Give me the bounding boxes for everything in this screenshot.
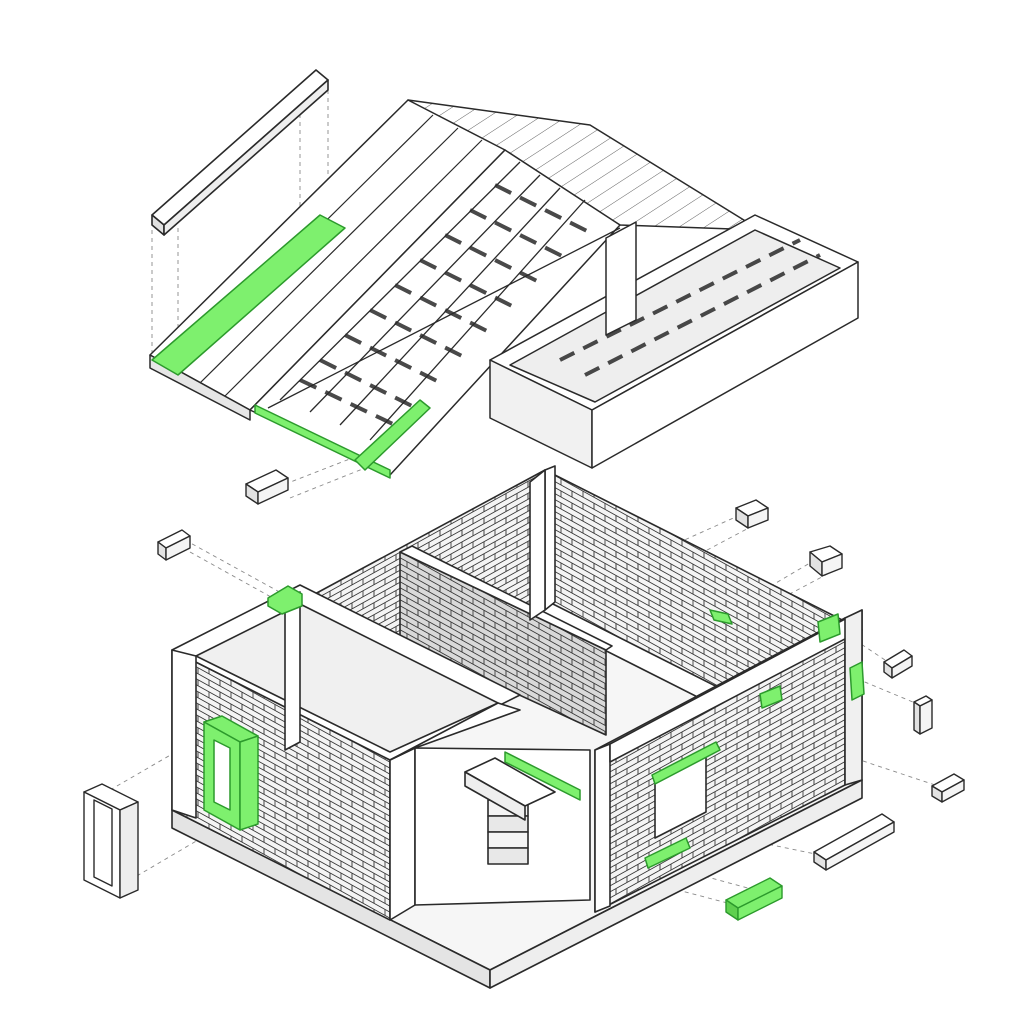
green-lintel-window — [651, 741, 721, 785]
green-sill-right — [644, 837, 691, 869]
loose-parts — [83, 469, 965, 921]
wall-highlights — [203, 585, 865, 869]
green-block-corner — [267, 585, 303, 615]
loose-bracket-left — [157, 529, 191, 561]
loose-block-right-2 — [809, 545, 843, 577]
highlighted-roof-panel — [151, 214, 346, 376]
roof-assembly — [149, 99, 859, 479]
loose-block-right-3 — [883, 649, 913, 679]
green-block-right-2 — [817, 613, 841, 643]
stacked-pier-blocks — [464, 757, 556, 865]
ridge-beam — [151, 69, 329, 236]
brick-walls — [171, 465, 863, 989]
loose-block-right-4 — [931, 773, 965, 803]
green-block-right-3 — [849, 661, 865, 701]
dormer-box — [489, 214, 859, 469]
green-block-right-1 — [709, 609, 733, 625]
loose-block-left — [245, 469, 289, 505]
green-lintel-door — [504, 751, 581, 801]
green-block-right-4 — [759, 685, 783, 709]
loose-lintel-bar — [813, 813, 895, 871]
roof-battens — [299, 183, 596, 427]
loose-window-frame — [83, 783, 139, 899]
door-opening — [389, 747, 416, 921]
loose-lintel-green — [725, 877, 783, 921]
loose-block-right-1 — [735, 499, 769, 529]
loose-post-right — [913, 695, 933, 735]
dormer-opening — [605, 221, 637, 336]
highlighted-rafter-end — [354, 399, 431, 471]
window-frame-left — [203, 715, 259, 831]
